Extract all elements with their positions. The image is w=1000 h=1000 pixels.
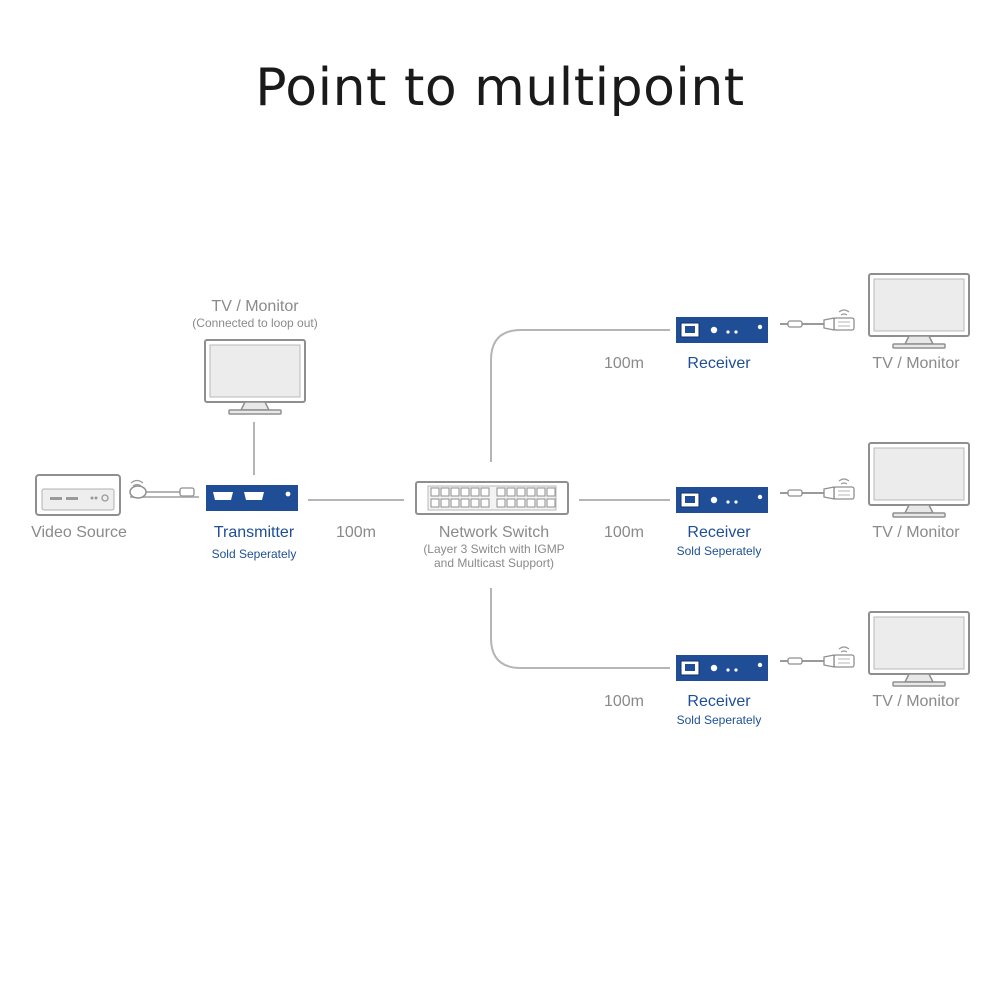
switch-port [460, 498, 470, 508]
video-source-label: Video Source [31, 524, 127, 541]
hdmi-cable-icon-3 [779, 646, 855, 668]
switch-port [430, 487, 440, 497]
switch-port [506, 498, 516, 508]
receiver-icon-2 [675, 486, 769, 514]
switch-port [430, 498, 440, 508]
loop-monitor-sublabel: (Connected to loop out) [192, 316, 318, 330]
branch-1-receiver-label: Receiver [687, 355, 751, 372]
branch-2-monitor-label: TV / Monitor [872, 524, 960, 541]
branch-3-receiver-label: Receiver [687, 693, 751, 710]
switch-port [450, 487, 460, 497]
switch-port [546, 498, 556, 508]
monitor-icon [204, 339, 306, 415]
switch-port [526, 487, 536, 497]
monitor-icon-1 [868, 273, 970, 349]
switch-port [516, 487, 526, 497]
branch-3-distance: 100m [603, 693, 645, 710]
switch-port [480, 487, 490, 497]
branch-3-monitor-label: TV / Monitor [872, 693, 960, 710]
branch-2-distance: 100m [603, 524, 645, 541]
switch-port [470, 487, 480, 497]
switch-port [496, 487, 506, 497]
branch-3-receiver-sublabel: Sold Seperately [676, 713, 762, 727]
cable-switch-to-receiver-3 [490, 588, 670, 669]
switch-port [480, 498, 490, 508]
switch-port [440, 487, 450, 497]
hdmi-source-dongle-icon [129, 479, 195, 499]
switch-port [450, 498, 460, 508]
hdmi-cable-icon-1 [779, 309, 855, 331]
branch-2-receiver-label: Receiver [687, 524, 751, 541]
switch-port [536, 498, 546, 508]
network-switch-sublabel-1: (Layer 3 Switch with IGMP [423, 542, 565, 556]
switch-port [496, 498, 506, 508]
page-title: Point to multipoint [255, 58, 745, 118]
transmitter-label: Transmitter [213, 524, 295, 541]
branch-1-monitor-label: TV / Monitor [872, 355, 960, 372]
cable-switch-to-receiver-1 [490, 329, 670, 462]
loop-monitor-label: TV / Monitor [211, 298, 299, 315]
receiver-icon-3 [675, 654, 769, 682]
switch-port [440, 498, 450, 508]
monitor-icon-3 [868, 611, 970, 687]
switch-port [516, 498, 526, 508]
receiver-icon-1 [675, 316, 769, 344]
switch-port [526, 498, 536, 508]
switch-port [536, 487, 546, 497]
hdmi-cable-icon-2 [779, 478, 855, 500]
monitor-icon-2 [868, 442, 970, 518]
network-switch-sublabel-2: and Multicast Support) [433, 556, 555, 570]
network-switch-label: Network Switch [438, 524, 550, 541]
switch-port [546, 487, 556, 497]
branch-2-receiver-sublabel: Sold Seperately [676, 544, 762, 558]
cable-distance-label: 100m [335, 524, 377, 541]
branch-1-distance: 100m [603, 355, 645, 372]
switch-port [470, 498, 480, 508]
media-player-icon [35, 474, 121, 516]
switch-port [460, 487, 470, 497]
transmitter-icon [206, 485, 298, 511]
switch-port [506, 487, 516, 497]
network-switch-icon [415, 481, 569, 515]
transmitter-sublabel: Sold Seperately [211, 547, 297, 561]
